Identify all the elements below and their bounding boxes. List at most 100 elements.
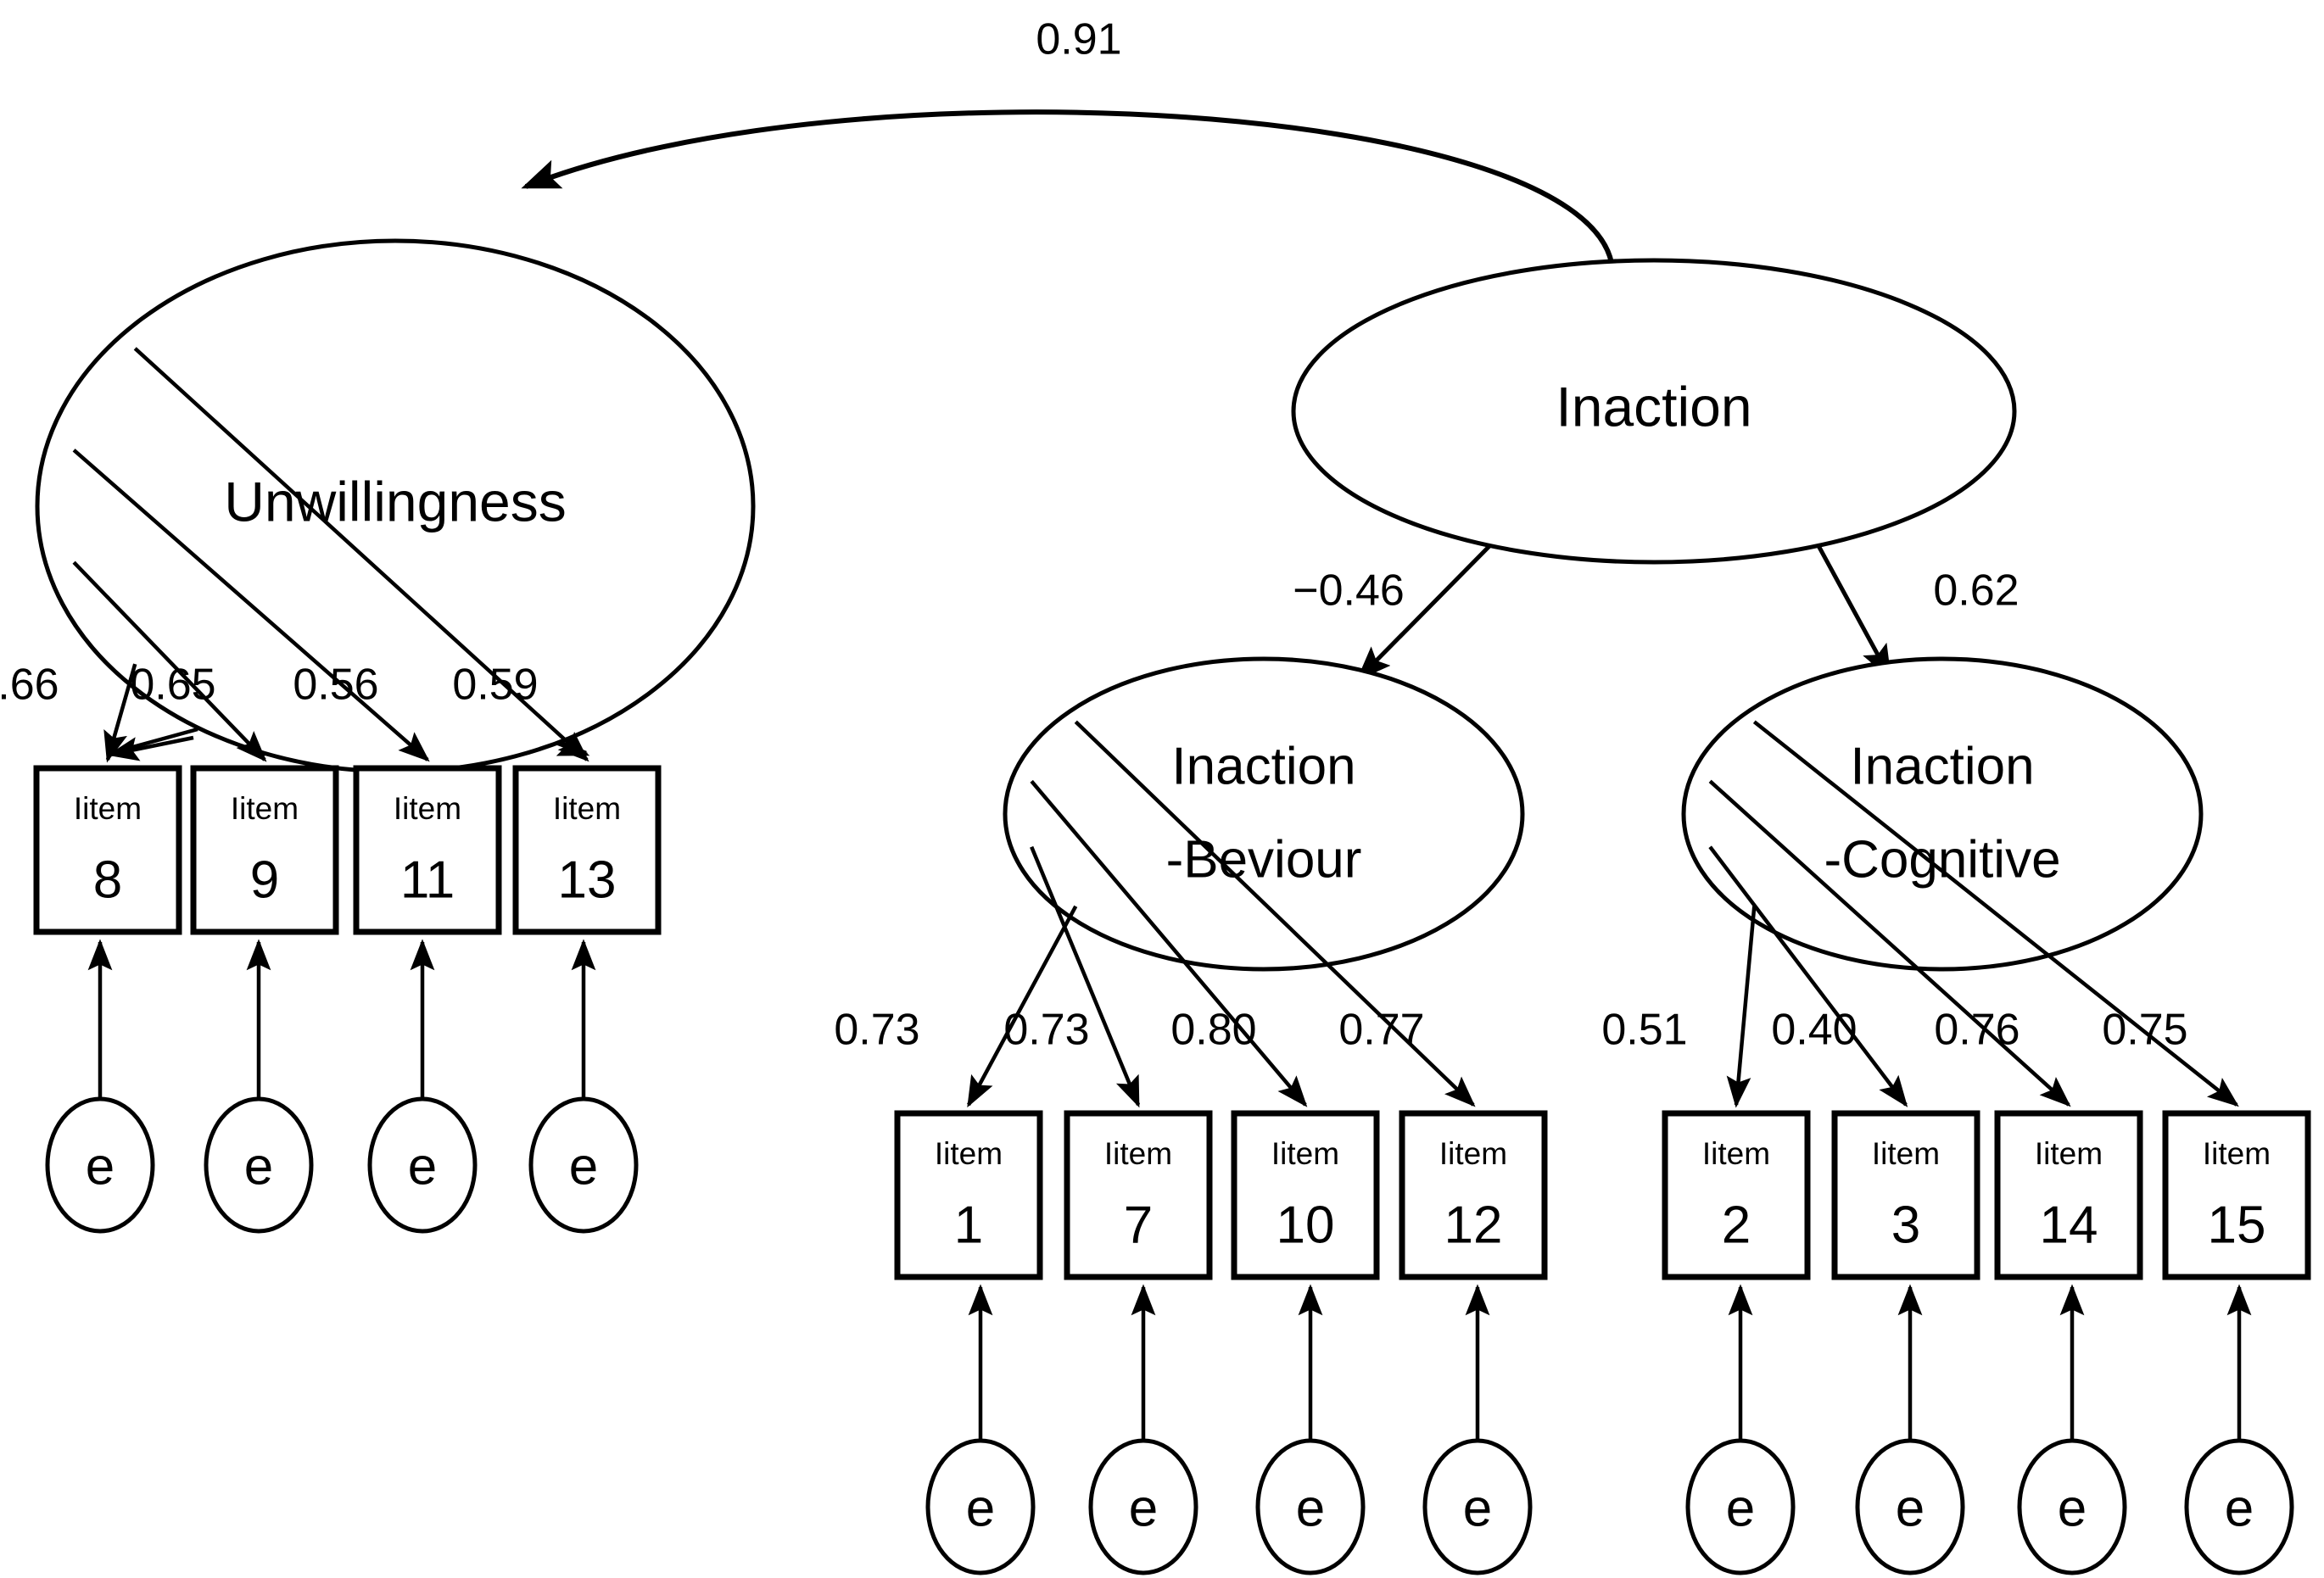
error-label-12: e [1463,1479,1492,1537]
item-word-13: Iitem [553,791,621,826]
error-ellipse-12[interactable] [1422,1438,1533,1575]
item-number-9: 9 [250,850,279,909]
error-ellipse-8[interactable] [45,1096,155,1234]
loading-label-unwillingness-8: 0.66 [0,661,59,710]
loading-label-unwillingness-9: 0.65 [130,661,215,710]
error-label-15: e [2225,1479,2254,1537]
path-inaction-to-beviour [1356,541,1494,681]
error-label-8: e [86,1137,115,1196]
correlation-curve [521,109,1634,299]
item-box-1[interactable] [894,1110,1043,1280]
item-number-7: 7 [1124,1196,1153,1254]
loading-label-inaction-cognitive-15: 0.75 [2102,1006,2187,1055]
loading-label-inaction-cognitive-3: 0.40 [1771,1006,1857,1055]
factor-label-inaction-beviour-line1: Inaction [1171,737,1355,795]
correlation-path-group: 0.91 [521,15,1634,299]
error-label-13: e [569,1137,598,1196]
path-inaction-to-cognitive [1814,541,1892,680]
second-order-path-group: −0.46 0.62 [1293,541,2020,681]
loading-label-inaction-beviour-12: 0.77 [1338,1006,1424,1055]
item-number-14: 14 [2040,1196,2098,1254]
error-ellipse-2[interactable] [1685,1438,1796,1575]
item-box-7[interactable] [1064,1110,1213,1280]
loading-arrow-inaction-cognitive-14 [1708,779,2071,1107]
error-label-1: e [966,1479,995,1537]
item-word-12: Iitem [1439,1136,1507,1171]
error-ellipse-11[interactable] [367,1096,478,1234]
loading-label-inaction-cognitive-14: 0.76 [1934,1006,2020,1055]
item-number-13: 13 [558,850,617,909]
error-ellipse-9[interactable] [204,1096,314,1234]
loading-arrow-unwillingness-8 [103,663,137,763]
item-number-15: 15 [2208,1196,2266,1254]
item-word-15: Iitem [2203,1136,2271,1171]
error-label-7: e [1129,1479,1158,1537]
factor-label-inaction: Inaction [1556,375,1751,438]
factor-ellipse-inaction-cognitive[interactable] [1681,656,2204,972]
item-box-3[interactable] [1831,1110,1980,1280]
error-ellipse-14[interactable] [2017,1438,2127,1575]
error-ellipse-15[interactable] [2184,1438,2294,1575]
dynamic-node-layer: UnwillingnessInactionInaction-BeviourIna… [0,238,2311,1575]
loading-arrow-inaction-beviour-7 [1030,845,1141,1108]
error-ellipse-13[interactable] [528,1096,639,1234]
item-number-12: 12 [1444,1196,1503,1254]
loading-label-inaction-beviour-1: 0.73 [834,1006,919,1055]
item-word-14: Iitem [2035,1136,2103,1171]
loading-label-unwillingness-11: 0.56 [293,661,378,710]
loading-arrow-inaction-beviour-10 [1030,779,1308,1107]
item-box-8[interactable] [33,765,182,935]
item-number-10: 10 [1277,1196,1335,1254]
error-ellipse-10[interactable] [1255,1438,1366,1575]
error-ellipse-1[interactable] [925,1438,1036,1575]
loading-arrow-inaction-cognitive-3 [1708,845,1908,1107]
item-box-15[interactable] [2162,1110,2311,1280]
error-ellipse-7[interactable] [1088,1438,1198,1575]
item-box-12[interactable] [1399,1110,1548,1280]
item-word-11: Iitem [394,791,461,826]
factor-label-inaction-cognitive-line1: Inaction [1850,737,2034,795]
loading-arrow-inaction-cognitive-15 [1752,720,2239,1107]
item-box-13[interactable] [512,765,662,935]
loading-arrow-inaction-beviour-12 [1074,720,1476,1107]
factor-ellipse-inaction-beviour[interactable] [1003,656,1525,972]
item-box-9[interactable] [190,765,339,935]
item-word-3: Iitem [1872,1136,1940,1171]
loading-arrow-unwillingness-11 [72,449,430,762]
loading-label-inaction-beviour-7: 0.73 [1003,1006,1089,1055]
error-label-11: e [408,1137,437,1196]
item-word-10: Iitem [1271,1136,1339,1171]
loading-arrow-inaction-cognitive-2 [1726,906,1757,1108]
loading-arrow-unwillingness-9 [72,560,267,762]
item-word-1: Iitem [935,1136,1003,1171]
error-label-14: e [2058,1479,2087,1537]
item-word-9: Iitem [231,791,299,826]
item-word-2: Iitem [1702,1136,1770,1171]
path-label-inaction-cognitive: 0.62 [1933,566,2019,616]
factor-label-unwillingness: Unwillingness [224,470,567,533]
item-box-11[interactable] [353,765,502,935]
loading-label-unwillingness-13: 0.59 [452,661,538,710]
item-word-8: Iitem [74,791,142,826]
factor-ellipse-inaction[interactable] [1291,258,2017,565]
item-box-14[interactable] [1994,1110,2143,1280]
loading-arrow-unwillingness-13 [133,347,589,762]
error-label-3: e [1896,1479,1925,1537]
path-label-inaction-beviour: −0.46 [1293,566,1405,616]
item-number-3: 3 [1891,1196,1920,1254]
error-ellipse-3[interactable] [1855,1438,1965,1575]
item-box-10[interactable] [1231,1110,1380,1280]
error-label-10: e [1296,1479,1325,1537]
item-number-11: 11 [400,850,455,909]
item-box-2[interactable] [1662,1110,1811,1280]
loading-label-inaction-beviour-10: 0.80 [1170,1006,1256,1055]
error-label-9: e [244,1137,273,1196]
item-number-2: 2 [1722,1196,1751,1254]
loading-arrow-inaction-beviour-1 [967,905,1078,1108]
loading-label-inaction-cognitive-2: 0.51 [1601,1006,1687,1055]
correlation-label: 0.91 [1036,15,1121,64]
item-number-1: 1 [954,1196,983,1254]
item-number-8: 8 [93,850,122,909]
